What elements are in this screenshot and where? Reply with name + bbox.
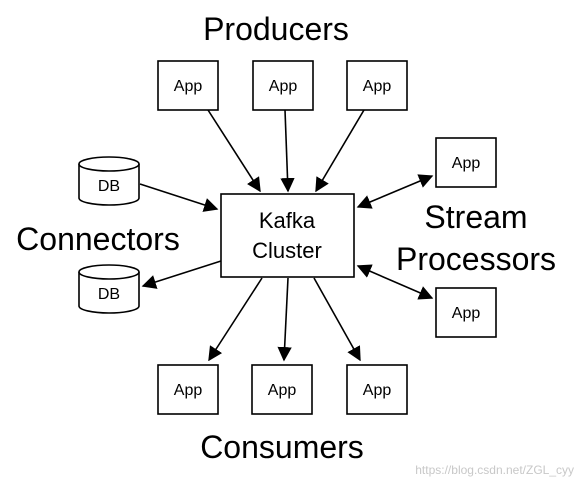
app-label: App (452, 305, 481, 322)
stream-arrow-1 (356, 174, 434, 209)
stream-arrow-2 (356, 264, 434, 300)
producers-title: Producers (203, 11, 349, 47)
app-label: App (363, 78, 392, 95)
app-label: App (174, 78, 203, 95)
app-label: App (268, 382, 297, 399)
connectors-title: Connectors (16, 221, 180, 257)
consumer-app-2: App (251, 364, 313, 415)
db-label: DB (98, 178, 120, 195)
producer-arrow-3 (315, 109, 365, 193)
db-cylinder-bottom: DB (78, 264, 140, 314)
cluster-label-line2: Cluster (252, 238, 322, 263)
cluster-label-line1: Kafka (259, 208, 316, 233)
stream-processors-title-line2: Processors (396, 241, 556, 277)
stream-app-2: App (435, 287, 497, 338)
producer-app-2: App (252, 60, 314, 111)
app-label: App (363, 382, 392, 399)
producer-arrow-2 (280, 109, 295, 193)
consumers-title: Consumers (200, 429, 364, 465)
consumer-app-3: App (346, 364, 408, 415)
db-label: DB (98, 286, 120, 303)
producer-app-1: App (157, 60, 219, 111)
cluster-to-db-arrow (141, 260, 222, 289)
kafka-cluster-node: Kafka Cluster (220, 193, 355, 278)
app-label: App (174, 382, 203, 399)
stream-app-1: App (435, 137, 497, 188)
consumer-arrow-2 (277, 277, 292, 362)
app-label: App (269, 78, 298, 95)
stream-processors-title-line1: Stream (424, 199, 527, 235)
watermark-text: https://blog.csdn.net/ZGL_cyy (415, 463, 574, 477)
producer-arrow-1 (207, 109, 261, 193)
consumer-arrow-3 (313, 277, 361, 362)
app-label: App (452, 155, 481, 172)
consumer-arrow-1 (208, 277, 263, 362)
db-to-cluster-arrow (139, 183, 219, 212)
consumer-app-1: App (157, 364, 219, 415)
producer-app-3: App (346, 60, 408, 111)
db-cylinder-top: DB (78, 156, 140, 206)
